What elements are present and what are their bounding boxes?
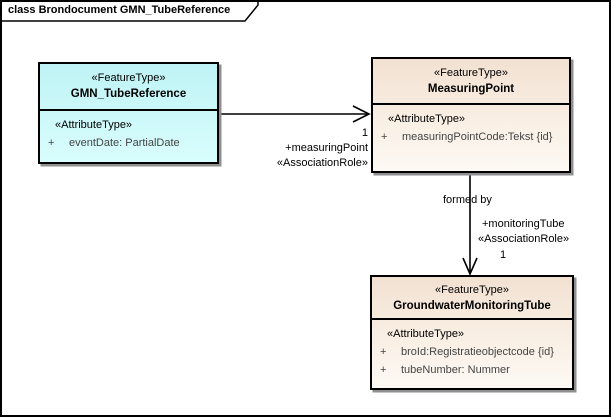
attribute-row[interactable]: + tubeNumber: Nummer bbox=[372, 361, 572, 379]
attribute-row[interactable]: + measuringPointCode:Tekst {id} bbox=[373, 128, 569, 146]
class-name: GroundwaterMonitoringTube bbox=[393, 300, 551, 312]
compartment-stereotype: «AttributeType» bbox=[55, 119, 133, 131]
association-name-label: formed by bbox=[443, 194, 492, 206]
diagram-frame-title: class Brondocument GMN_TubeReference bbox=[8, 4, 231, 16]
class-header: «FeatureType» GMN_TubeReference bbox=[40, 64, 217, 111]
role-label: +monitoringTube bbox=[482, 218, 565, 230]
compartment-stereotype: «AttributeType» bbox=[387, 328, 465, 340]
class-name: MeasuringPoint bbox=[427, 83, 515, 95]
attribute-row[interactable]: + eventDate: PartialDate bbox=[40, 134, 217, 152]
attribute-row[interactable]: + broId:Registratieobjectcode {id} bbox=[372, 343, 572, 361]
class-measuringpoint[interactable]: «FeatureType» MeasuringPoint «AttributeT… bbox=[371, 57, 571, 173]
attribute-text: measuringPointCode:Tekst {id} bbox=[402, 131, 553, 143]
attribute-text: broId:Registratieobjectcode {id} bbox=[401, 346, 554, 358]
class-stereotype: «FeatureType» bbox=[434, 67, 508, 79]
attribute-visibility: + bbox=[381, 131, 388, 143]
association-measuring-point[interactable] bbox=[219, 105, 371, 123]
class-name: GMN_TubeReference bbox=[70, 88, 187, 100]
class-attributes-compartment: «AttributeType» + eventDate: PartialDate bbox=[40, 111, 217, 152]
multiplicity-label: 1 bbox=[361, 127, 368, 139]
frame-title-tab bbox=[0, 0, 259, 22]
attribute-visibility: + bbox=[48, 137, 55, 149]
attribute-visibility: + bbox=[380, 364, 387, 376]
stereotype-label: «AssociationRole» bbox=[276, 157, 368, 169]
open-arrowhead-right-icon bbox=[352, 105, 371, 123]
attribute-text: eventDate: PartialDate bbox=[69, 137, 180, 149]
attribute-visibility: + bbox=[380, 346, 387, 358]
class-attributes-compartment: «AttributeType» + measuringPointCode:Tek… bbox=[373, 105, 569, 146]
class-gmn-tubereference[interactable]: «FeatureType» GMN_TubeReference «Attribu… bbox=[38, 62, 219, 164]
class-header: «FeatureType» MeasuringPoint bbox=[373, 59, 569, 105]
attribute-text: tubeNumber: Nummer bbox=[401, 364, 510, 376]
stereotype-label: «AssociationRole» bbox=[478, 233, 570, 245]
compartment-stereotype: «AttributeType» bbox=[388, 113, 466, 125]
measuring-point-assoc-labels: 1 +measuringPoint «AssociationRole» bbox=[277, 126, 368, 171]
class-stereotype: «FeatureType» bbox=[91, 72, 166, 84]
role-label: +measuringPoint bbox=[285, 142, 368, 154]
class-stereotype: «FeatureType» bbox=[435, 284, 509, 296]
association-monitoring-tube[interactable] bbox=[462, 174, 478, 276]
class-header: «FeatureType» GroundwaterMonitoringTube bbox=[372, 277, 572, 320]
open-arrowhead-down-icon bbox=[462, 257, 478, 276]
class-groundwatermonitoringtube[interactable]: «FeatureType» GroundwaterMonitoringTube … bbox=[370, 275, 574, 390]
class-attributes-compartment: «AttributeType» + broId:Registratieobjec… bbox=[372, 320, 572, 379]
multiplicity-label: 1 bbox=[500, 249, 507, 261]
